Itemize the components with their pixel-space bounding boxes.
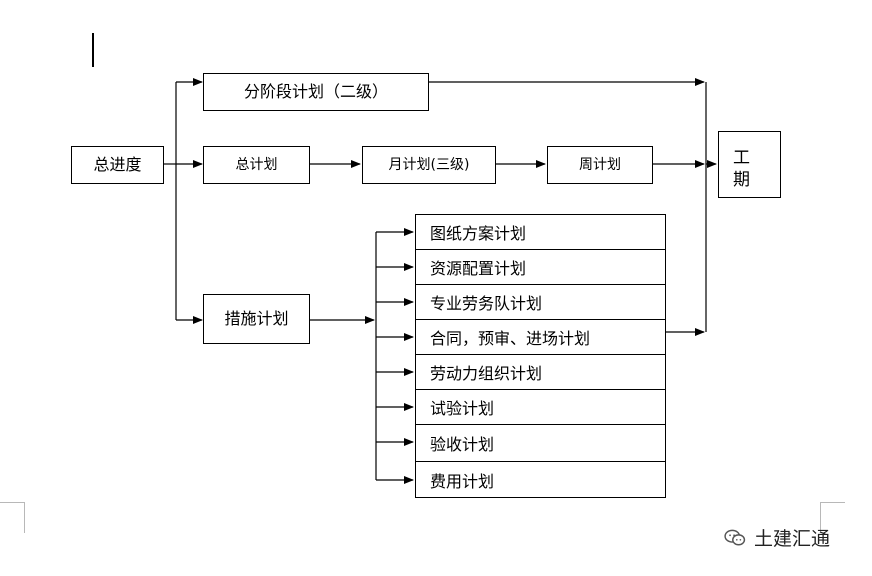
watermark-text: 土建汇通 [754,528,831,550]
measures-list-item-label: 合同，预审、进场计划 [430,329,591,348]
page-corner-mark-left [0,502,25,533]
node-duration-char-3: 、 [733,187,750,197]
measures-list-item: 试验计划 [415,389,666,424]
node-phase-plan: 分阶段计划（二级） [203,73,429,111]
node-duration-char-2: 期 [733,170,750,190]
measures-list-item: 资源配置计划 [415,249,666,284]
measures-list-item: 专业劳务队计划 [415,284,666,319]
measures-list-item: 验收计划 [415,424,666,461]
measures-list-item: 费用计划 [415,461,666,498]
measures-list-item-label: 专业劳务队计划 [430,294,543,313]
measures-list-item: 合同，预审、进场计划 [415,319,666,354]
node-total-progress-label: 总进度 [93,155,142,174]
measures-list-item-label: 验收计划 [430,435,495,454]
measures-list-item: 图纸方案计划 [415,214,666,249]
measures-list-item-label: 资源配置计划 [430,259,527,278]
node-weekly-plan: 周计划 [547,146,653,184]
measures-list-item-label: 图纸方案计划 [430,224,527,243]
page-corner-mark-right [820,502,845,533]
node-measures-plan: 措施计划 [203,294,310,344]
watermark: 土建汇通 [724,524,830,551]
wechat-icon [724,529,746,545]
node-master-plan-label: 总计划 [235,157,278,173]
node-phase-plan-label: 分阶段计划（二级） [243,82,388,101]
node-monthly-plan-label: 月计划(三级) [388,157,470,173]
measures-list-item: 劳动力组织计划 [415,354,666,389]
measures-list-item-label: 费用计划 [430,471,495,491]
node-total-progress: 总进度 [71,146,164,184]
measures-list-item-label: 劳动力组织计划 [430,364,543,383]
node-weekly-plan-label: 周计划 [579,157,621,173]
node-duration: 工 期 、 [718,131,781,198]
measures-list-item-label: 试验计划 [430,399,495,418]
text-cursor [92,33,94,67]
node-duration-char-1: 工 [733,148,750,168]
node-monthly-plan: 月计划(三级) [362,146,496,184]
node-master-plan: 总计划 [203,146,310,184]
node-measures-plan-label: 措施计划 [224,309,289,328]
